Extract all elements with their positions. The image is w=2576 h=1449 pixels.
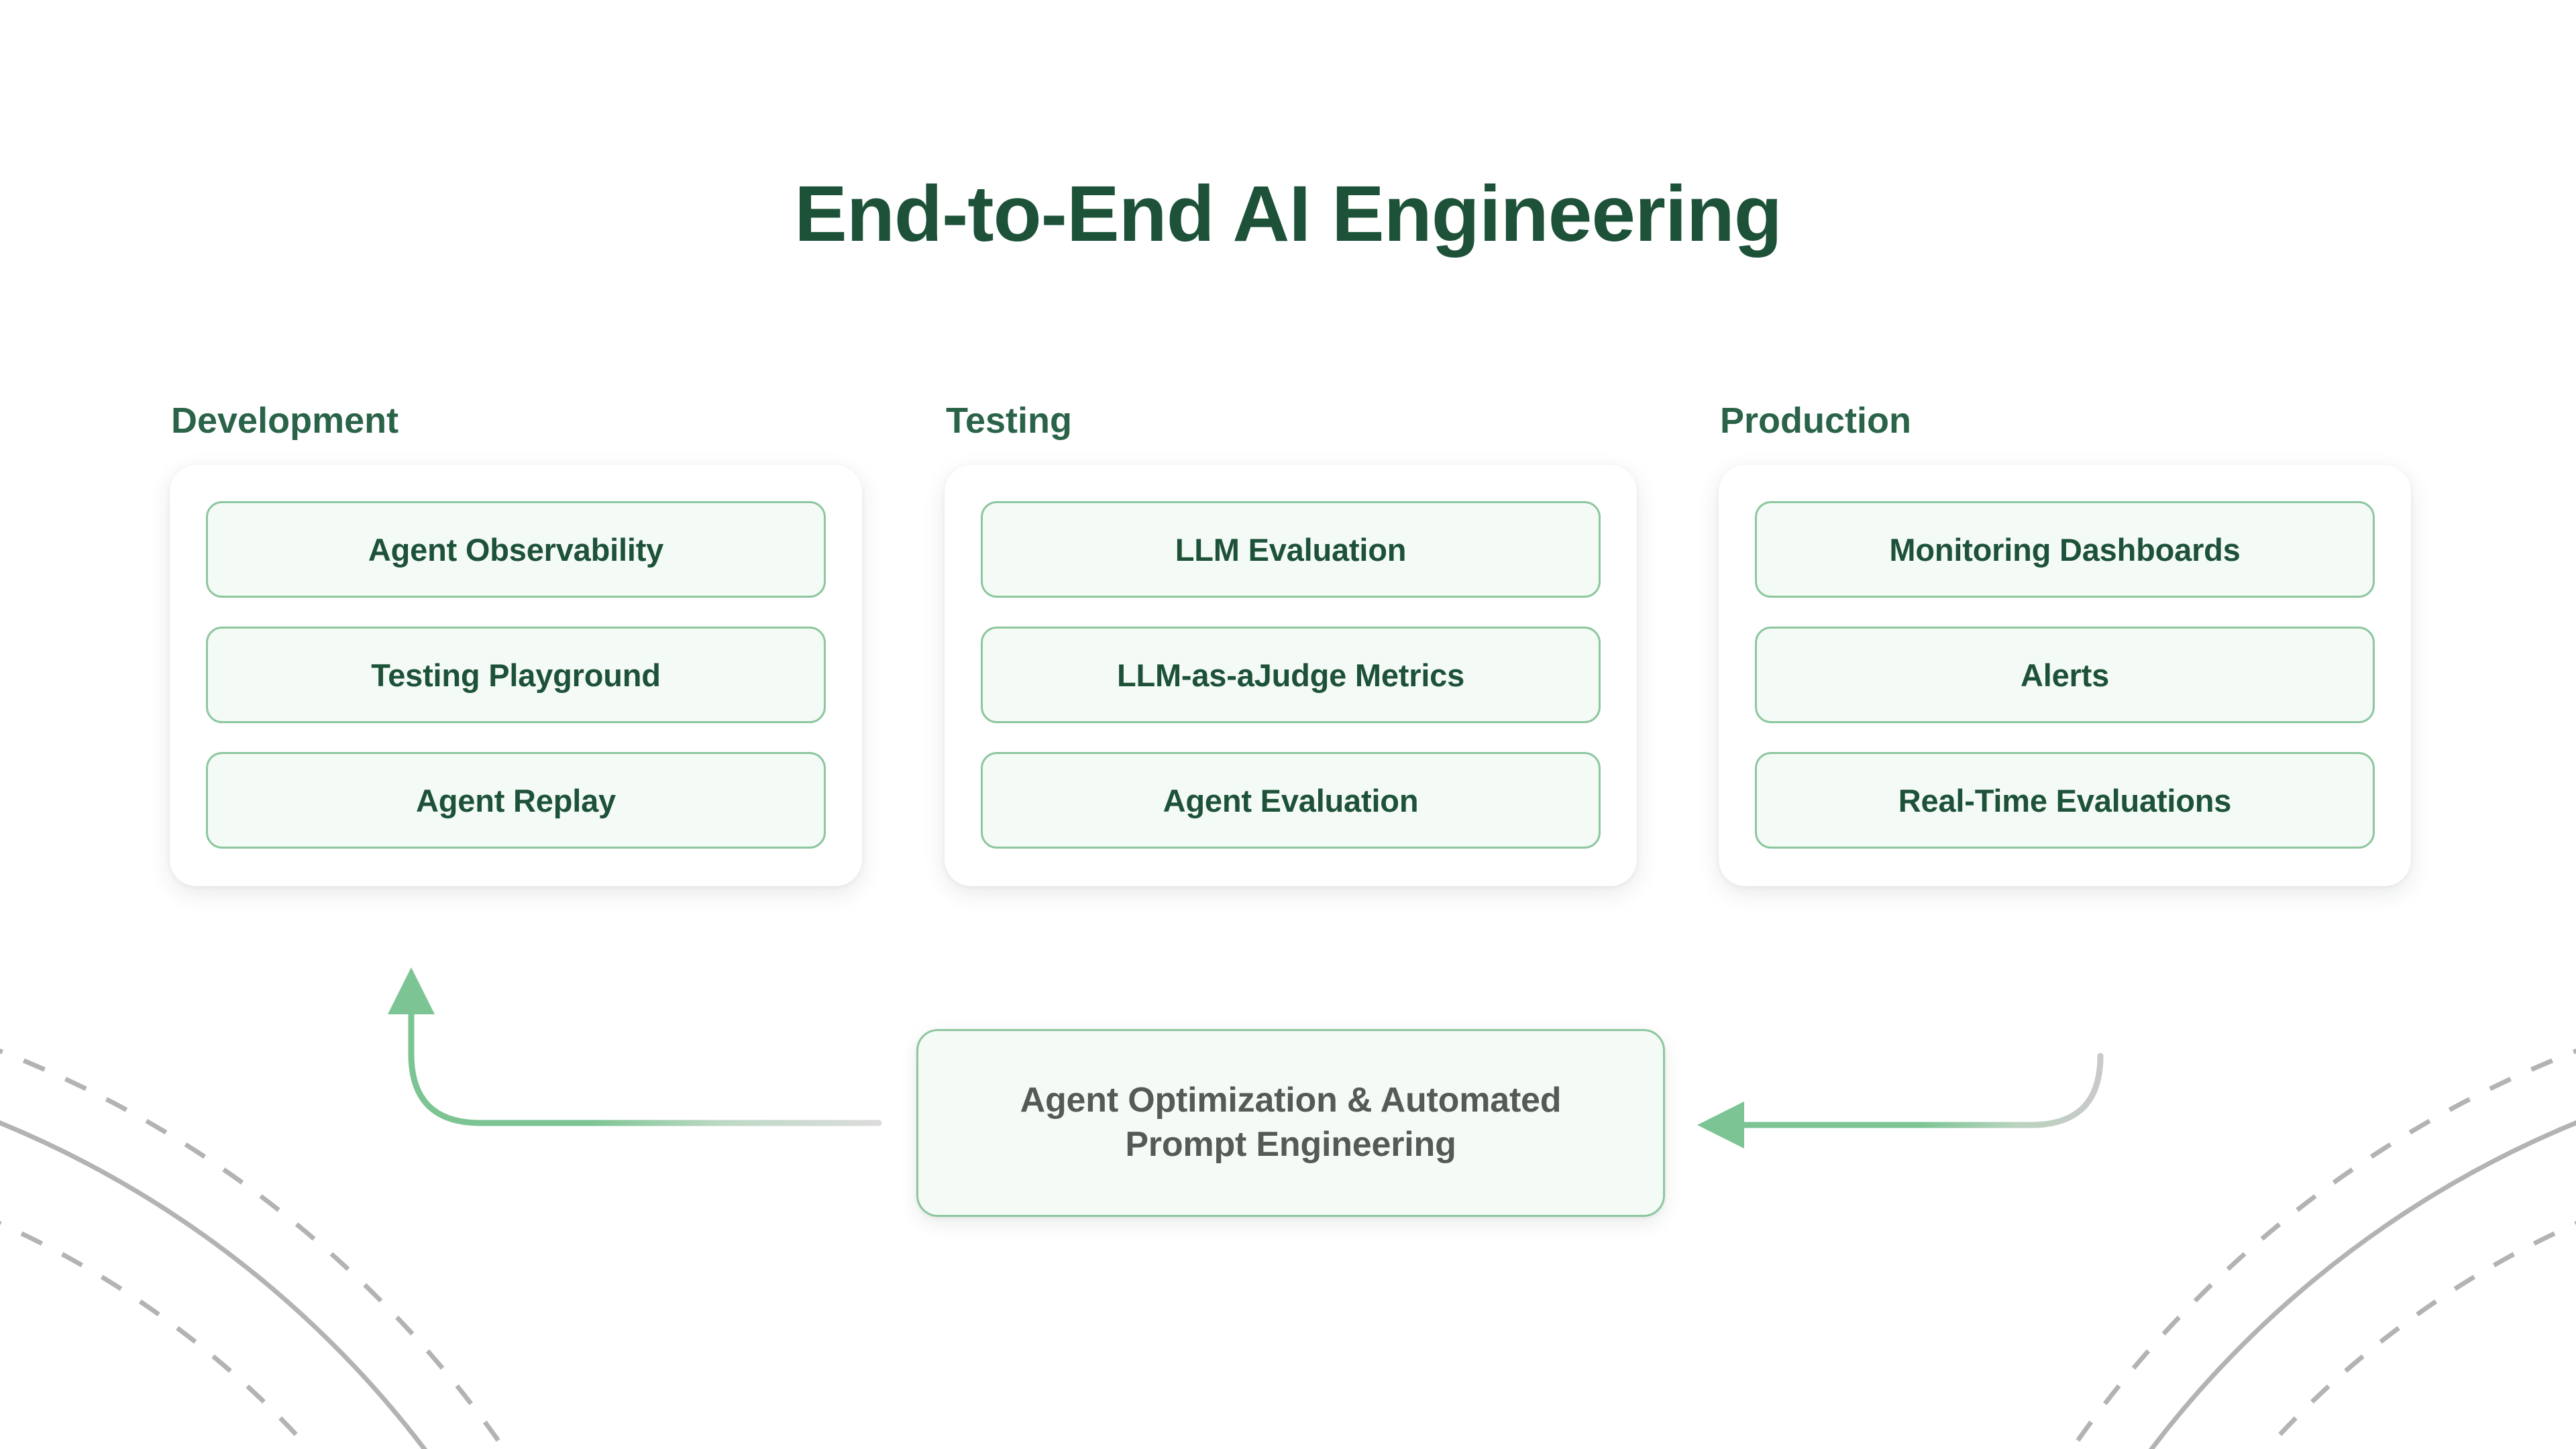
stage-column-development: Development Agent Observability Testing …	[170, 400, 862, 887]
capability-pill[interactable]: Agent Observability	[206, 501, 826, 598]
capability-pill[interactable]: Agent Evaluation	[981, 752, 1601, 849]
capability-pill[interactable]: Monitoring Dashboards	[1755, 501, 2375, 598]
column-header-testing: Testing	[946, 400, 1072, 441]
column-header-development: Development	[171, 400, 399, 441]
connector-feedback-to-development	[388, 967, 882, 1126]
stage-card-testing: LLM Evaluation LLM-as-aJudge Metrics Age…	[945, 465, 1637, 887]
column-header-production: Production	[1720, 400, 1911, 441]
capability-label: Agent Evaluation	[1163, 782, 1419, 818]
connector-production-to-feedback	[1697, 963, 2104, 1148]
feedback-line-1: Agent Optimization & Automated	[1020, 1081, 1562, 1120]
stage-card-development: Agent Observability Testing Playground A…	[170, 465, 862, 887]
capability-pill[interactable]: LLM-as-aJudge Metrics	[981, 627, 1601, 724]
stage-column-production: Production Monitoring Dashboards Alerts …	[1719, 400, 2411, 887]
capability-pill[interactable]: Testing Playground	[206, 627, 826, 724]
capability-label: Agent Observability	[368, 531, 664, 568]
feedback-node-label: Agent Optimization & Automated Prompt En…	[989, 1079, 1593, 1167]
capability-label: LLM-as-aJudge Metrics	[1116, 657, 1465, 693]
stage-card-production: Monitoring Dashboards Alerts Real-Time E…	[1719, 465, 2411, 887]
bottom-left-arc-dashed-outer	[0, 1048, 507, 1449]
connector-path-right-horizontal	[1718, 1053, 2104, 1128]
connector-path-left	[408, 987, 882, 1126]
capability-label: Agent Replay	[416, 782, 616, 818]
feedback-line-2: Prompt Engineering	[1125, 1125, 1456, 1164]
capability-pill[interactable]: Agent Replay	[206, 752, 826, 849]
arrowhead-left-icon	[1697, 1102, 1744, 1148]
capability-label: Monitoring Dashboards	[1889, 531, 2241, 568]
capability-pill[interactable]: Alerts	[1755, 627, 2375, 724]
bottom-left-arc-dashed-inner	[0, 1221, 313, 1449]
stage-column-testing: Testing LLM Evaluation LLM-as-aJudge Met…	[945, 400, 1637, 887]
capability-pill[interactable]: Real-Time Evaluations	[1755, 752, 2375, 849]
bottom-right-arc-dashed-outer	[2069, 1048, 2576, 1449]
bottom-right-arc-dashed-inner	[2263, 1221, 2576, 1449]
feedback-node[interactable]: Agent Optimization & Automated Prompt En…	[916, 1029, 1665, 1217]
capability-label: Real-Time Evaluations	[1898, 782, 2232, 818]
arrowhead-up-icon	[388, 967, 435, 1014]
capability-pill[interactable]: LLM Evaluation	[981, 501, 1601, 598]
capability-label: Alerts	[2020, 657, 2110, 693]
bottom-left-arc-solid	[0, 1120, 428, 1449]
bottom-right-arc-solid	[2148, 1120, 2576, 1449]
page-title: End-to-End AI Engineering	[794, 170, 1782, 258]
capability-label: LLM Evaluation	[1175, 531, 1407, 568]
capability-label: Testing Playground	[371, 657, 661, 693]
